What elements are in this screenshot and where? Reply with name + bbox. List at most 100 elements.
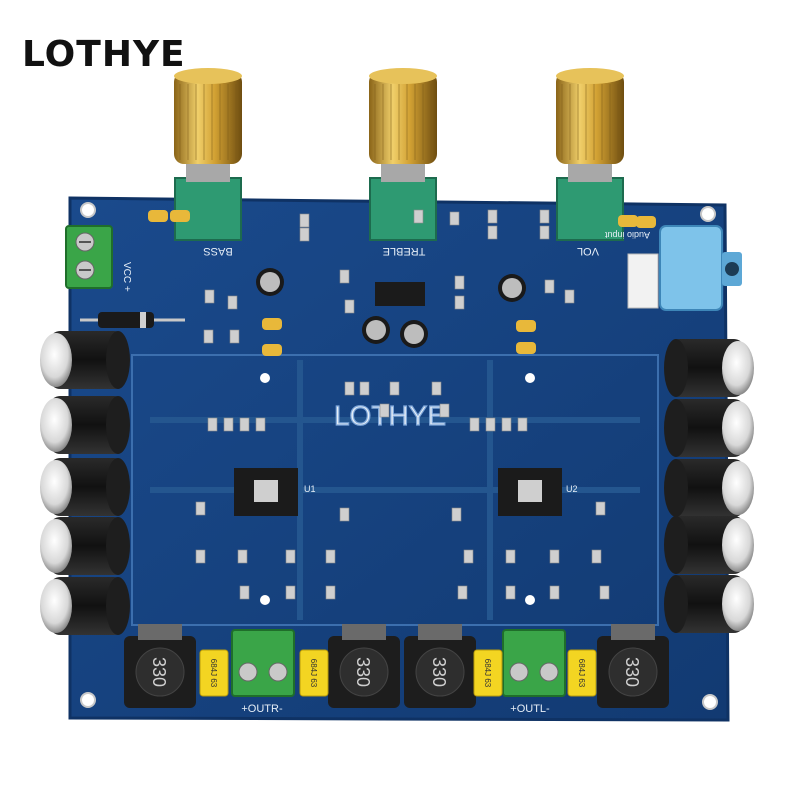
smd-component — [454, 275, 465, 290]
opamp-chip — [375, 282, 425, 306]
smd-component — [344, 381, 355, 396]
smd-component — [299, 213, 310, 228]
smd-component — [591, 549, 602, 564]
electrolytic-capacitor — [40, 577, 130, 635]
smd-component — [457, 585, 468, 600]
bass-label: BASS — [203, 245, 232, 257]
smd-component — [549, 549, 560, 564]
output-right-label: +OUTR- — [241, 703, 283, 715]
inductor-marking: 330 — [353, 657, 373, 687]
smd-component — [379, 403, 390, 418]
electrolytic-capacitor — [40, 331, 130, 389]
smd-component — [469, 417, 480, 432]
treble-label: TREBLE — [383, 245, 426, 257]
smd-component — [539, 225, 550, 240]
smd-component — [237, 549, 248, 564]
film-capacitor-marking: 684J 63 — [577, 659, 586, 688]
film-capacitor-marking: 684J 63 — [309, 659, 318, 688]
smd-component — [344, 299, 355, 314]
smd-component — [239, 585, 250, 600]
electrolytic-capacitor — [664, 575, 754, 633]
smd-component — [204, 289, 215, 304]
smd-component — [544, 279, 555, 294]
smd-component — [451, 507, 462, 522]
small-capacitor — [362, 316, 390, 344]
output-terminal — [231, 629, 295, 697]
smd-component — [505, 549, 516, 564]
smd-component — [207, 417, 218, 432]
smd-capacitor — [262, 318, 282, 330]
small-capacitor — [498, 274, 526, 302]
smd-component — [539, 209, 550, 224]
smd-capacitor — [636, 216, 656, 228]
smd-component — [299, 227, 310, 242]
amplifier-chip-u2 — [498, 468, 562, 516]
power-terminal — [65, 225, 113, 289]
smd-capacitor — [170, 210, 190, 222]
output-terminal — [502, 629, 566, 697]
film-capacitor: 684J 63 — [473, 649, 503, 697]
smd-capacitor — [262, 344, 282, 356]
film-capacitor-marking: 684J 63 — [483, 659, 492, 688]
film-capacitor: 684J 63 — [299, 649, 329, 697]
film-capacitor-marking: 684J 63 — [209, 659, 218, 688]
smd-component — [564, 289, 575, 304]
electrolytic-capacitor — [664, 459, 754, 517]
smd-component — [339, 507, 350, 522]
smd-component — [517, 417, 528, 432]
audio-jack — [627, 225, 742, 311]
electrolytic-capacitor — [664, 339, 754, 397]
smd-capacitor — [516, 342, 536, 354]
electrolytic-capacitor — [664, 399, 754, 457]
electrolytic-capacitor — [40, 517, 130, 575]
smd-component — [285, 549, 296, 564]
smd-component — [339, 269, 350, 284]
smd-capacitor — [516, 320, 536, 332]
inductor: 330 — [597, 624, 669, 708]
smd-capacitor — [618, 215, 638, 227]
output-left-label: +OUTL- — [510, 703, 550, 715]
smd-component — [431, 381, 442, 396]
power-label: VCC + — [121, 262, 132, 292]
vol-label: VOL — [577, 245, 599, 257]
diode — [80, 312, 185, 328]
smd-component — [549, 585, 560, 600]
smd-component — [449, 211, 460, 226]
smd-component — [255, 417, 266, 432]
brand-logo: LOTHYE — [22, 34, 186, 75]
smd-component — [487, 225, 498, 240]
smd-component — [463, 549, 474, 564]
film-capacitor: 684J 63 — [567, 649, 597, 697]
inductor-marking: 330 — [622, 657, 642, 687]
chip-label-u1: U1 — [304, 484, 316, 494]
smd-component — [285, 585, 296, 600]
smd-component — [501, 417, 512, 432]
inductor: 330 — [328, 624, 400, 708]
smd-component — [325, 549, 336, 564]
smd-component — [195, 501, 206, 516]
electrolytic-capacitor — [40, 458, 130, 516]
electrolytic-capacitor — [664, 516, 754, 574]
smd-component — [227, 295, 238, 310]
smd-component — [239, 417, 250, 432]
smd-component — [325, 585, 336, 600]
inductor: 330 — [124, 624, 196, 708]
smd-component — [203, 329, 214, 344]
smd-component — [229, 329, 240, 344]
knob-bass — [174, 68, 242, 241]
knob-treble — [369, 68, 437, 241]
inductor: 330 — [404, 624, 476, 708]
smd-component — [487, 209, 498, 224]
small-capacitor — [256, 268, 284, 296]
smd-component — [505, 585, 516, 600]
smd-component — [454, 295, 465, 310]
amplifier-chip-u1 — [234, 468, 298, 516]
smd-component — [485, 417, 496, 432]
smd-component — [413, 209, 424, 224]
smd-component — [595, 501, 606, 516]
inductor-marking: 330 — [429, 657, 449, 687]
chip-label-u2: U2 — [566, 484, 578, 494]
smd-component — [439, 403, 450, 418]
inductor-marking: 330 — [149, 657, 169, 687]
